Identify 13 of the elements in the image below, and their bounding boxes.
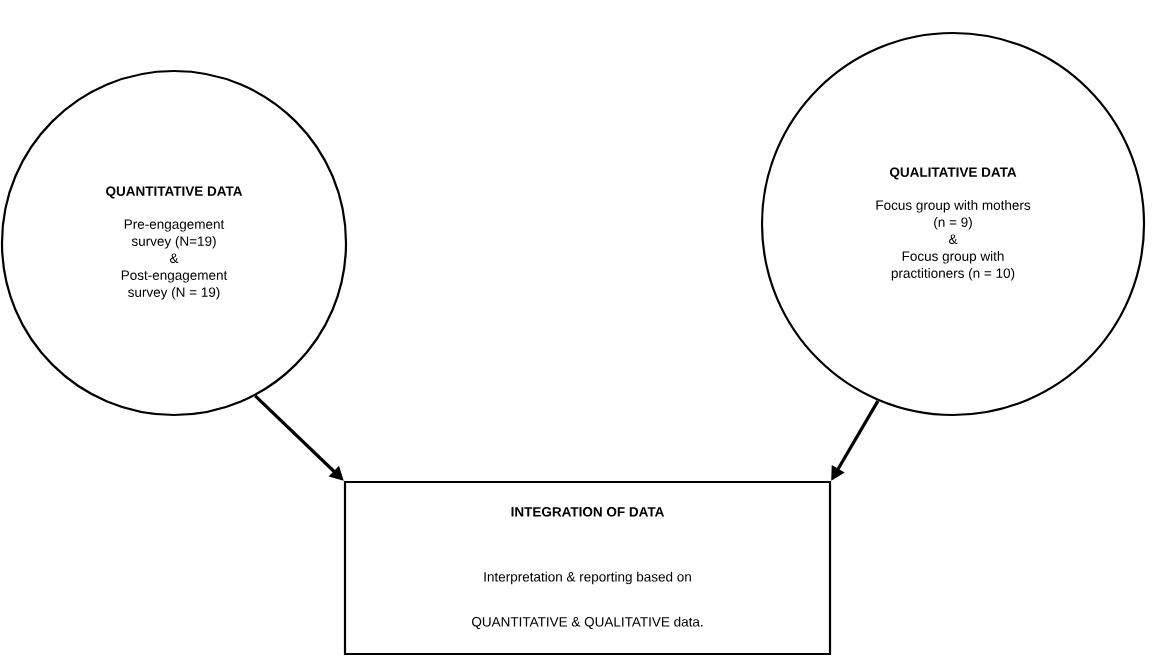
- body-text: &: [949, 234, 958, 244]
- body-text: &: [169, 253, 179, 263]
- heading: QUALITATIVE DATA: [889, 167, 1017, 180]
- body-text: Focus group with mothers (n = 9): [876, 200, 1031, 230]
- body-text: Interpretation & reporting based on QUANTITATIVE & QUALITATIVE data.: [472, 571, 703, 629]
- circle-node: [0, 69, 348, 417]
- circle-node: [760, 31, 1146, 417]
- body-text: Pre-engagement survey (N=19): [124, 219, 225, 249]
- process-box: [343, 480, 832, 656]
- heading: QUANTITATIVE DATA: [106, 186, 243, 199]
- body-text: Focus group with practitioners (n = 10): [891, 251, 1015, 281]
- body-text: Post-engagement survey (N = 19): [121, 270, 228, 300]
- heading: INTEGRATION OF DATA: [511, 507, 665, 517]
